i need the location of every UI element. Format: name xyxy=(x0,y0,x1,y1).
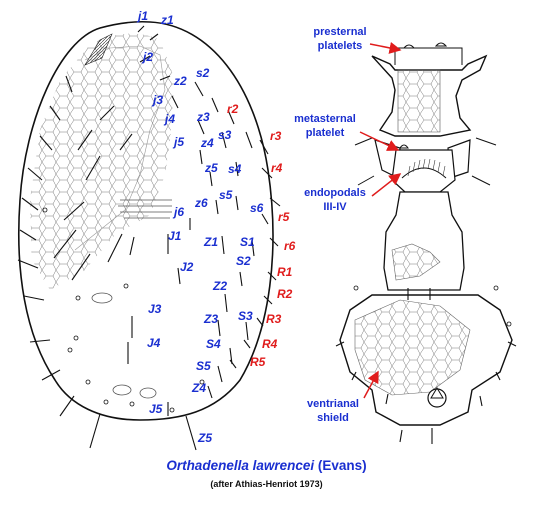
seta-label-j2: j2 xyxy=(141,50,153,64)
ventral-annotations: presternal platelets metasternal platele… xyxy=(294,26,402,424)
seta-label-r3: r3 xyxy=(270,129,282,143)
metasternal-label-line1: metasternal xyxy=(294,113,356,125)
seta-label-Z2: Z2 xyxy=(212,279,227,293)
seta-label-z3: z3 xyxy=(196,110,210,124)
seta-label-s6: s6 xyxy=(250,201,264,215)
ventrianal-label-line1: ventrianal xyxy=(307,398,359,410)
seta-label-s2: s2 xyxy=(196,66,210,80)
seta-label-z2: z2 xyxy=(173,74,187,88)
seta-label-S3: S3 xyxy=(238,309,253,323)
seta-label-r6: r6 xyxy=(284,239,296,253)
seta-label-S1: S1 xyxy=(240,235,255,249)
seta-label-R2: R2 xyxy=(277,287,293,301)
seta-label-j6: j6 xyxy=(172,205,184,219)
ventrianal-label-line2: shield xyxy=(317,412,349,424)
ventral-view xyxy=(335,42,517,444)
seta-label-S5: S5 xyxy=(196,359,211,373)
seta-label-z6: z6 xyxy=(194,196,208,210)
seta-label-Z4: Z4 xyxy=(191,381,206,395)
metasternal-label-line2: platelet xyxy=(306,127,345,139)
arrow-presternal xyxy=(369,42,402,54)
arrow-endopodals xyxy=(371,173,402,197)
seta-label-s5: s5 xyxy=(219,188,233,202)
seta-label-j5: j5 xyxy=(172,135,184,149)
dorsal-shield xyxy=(17,20,281,451)
seta-label-J2: J2 xyxy=(180,260,194,274)
arrow-metasternal xyxy=(359,131,400,151)
seta-label-s3: s3 xyxy=(218,128,232,142)
seta-label-R1: R1 xyxy=(277,265,293,279)
seta-label-s4: s4 xyxy=(228,162,242,176)
seta-label-j3: j3 xyxy=(151,93,163,107)
seta-label-S4: S4 xyxy=(206,337,221,351)
seta-label-r4: r4 xyxy=(271,161,283,175)
seta-label-j4: j4 xyxy=(163,112,175,126)
seta-label-z1: z1 xyxy=(160,13,174,27)
arrow-ventrianal xyxy=(363,370,379,399)
species-name: Orthadenella lawrencei xyxy=(166,458,315,473)
endopodals-label-line2: III-IV xyxy=(323,201,347,213)
species-author: (Evans) xyxy=(317,458,367,473)
caption-source: (after Athias-Henriot 1973) xyxy=(210,479,323,489)
seta-label-J3: J3 xyxy=(148,302,162,316)
presternal-label-line1: presternal xyxy=(313,26,366,38)
seta-label-R4: R4 xyxy=(262,337,278,351)
seta-label-R5: R5 xyxy=(250,355,266,369)
seta-label-J4: J4 xyxy=(147,336,161,350)
seta-label-Z5: Z5 xyxy=(197,431,212,445)
seta-label-R3: R3 xyxy=(266,312,282,326)
seta-label-J5: J5 xyxy=(149,402,163,416)
seta-label-z4: z4 xyxy=(200,136,214,150)
caption-title: Orthadenella lawrencei (Evans) xyxy=(0,458,533,473)
seta-label-S2: S2 xyxy=(236,254,251,268)
seta-label-r5: r5 xyxy=(278,210,290,224)
seta-label-r2: r2 xyxy=(227,102,239,116)
seta-label-Z3: Z3 xyxy=(203,312,218,326)
seta-label-J1: J1 xyxy=(168,229,182,243)
endopodals-label-line1: endopodals xyxy=(304,187,366,199)
seta-label-z5: z5 xyxy=(204,161,218,175)
seta-label-j1: j1 xyxy=(136,9,148,23)
seta-label-Z1: Z1 xyxy=(203,235,218,249)
presternal-label-line2: platelets xyxy=(318,40,363,52)
